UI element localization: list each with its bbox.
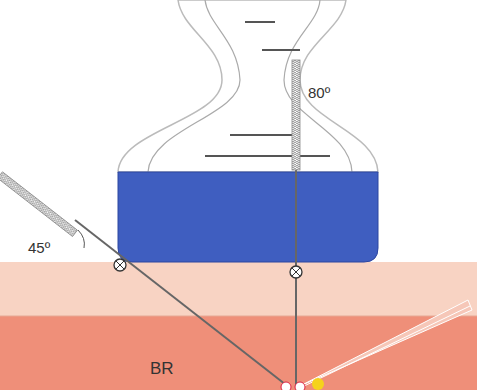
angle-label: 80º [308,85,330,100]
probe-housing [118,0,378,172]
muscle-layer [0,316,477,390]
needle [75,220,290,388]
skin-layer [0,262,477,316]
needle [295,170,297,388]
muscle-label: BR [150,360,174,377]
fascia [300,300,472,386]
gel-pad [118,172,378,262]
angle-label: 45º [28,240,50,255]
